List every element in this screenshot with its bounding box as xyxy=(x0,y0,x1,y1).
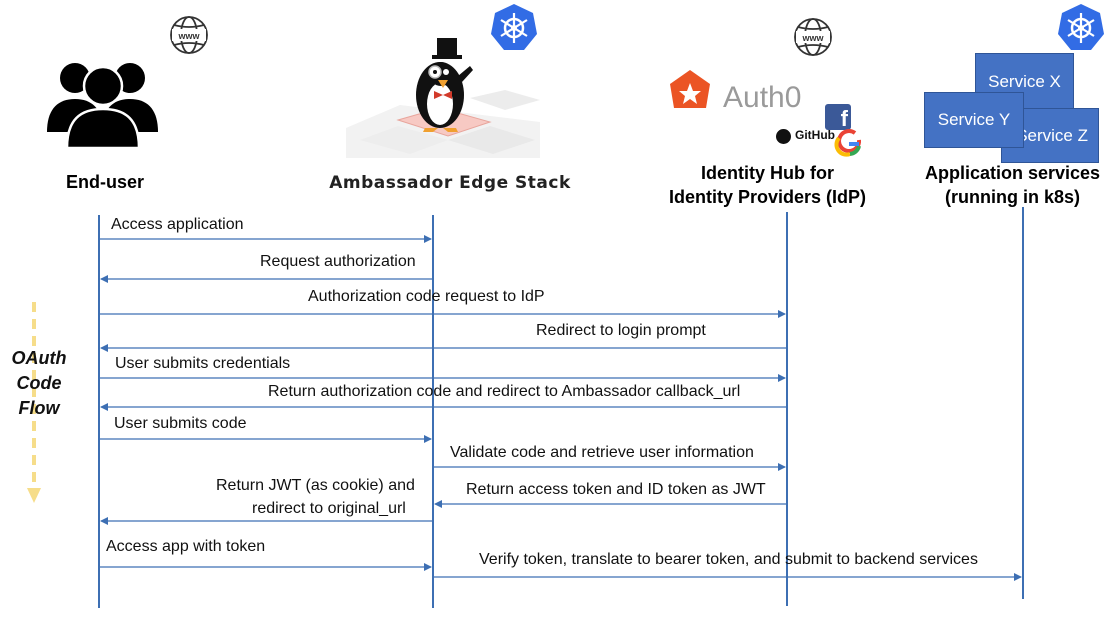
app-services-label-line1: Application services xyxy=(924,163,1101,183)
idp-label-line1: Identity Hub for xyxy=(701,163,834,183)
oauth-word-3: Flow xyxy=(18,398,60,418)
msg-access-application: Access application xyxy=(111,216,244,233)
service-y-box: Service Y xyxy=(924,92,1024,148)
oauth-word-2: Code xyxy=(16,373,62,393)
msg-validate-code: Validate code and retrieve user informat… xyxy=(450,444,754,461)
msg-return-jwt-line1: Return JWT (as cookie) and xyxy=(216,477,415,494)
end-user-lifeline xyxy=(98,215,100,608)
app-services-label-line2: (running in k8s) xyxy=(945,187,1080,207)
ambassador-lifeline xyxy=(432,215,434,608)
service-z-label: Service Z xyxy=(1016,125,1088,145)
facebook-icon: f xyxy=(825,104,851,131)
msg-request-authorization: Request authorization xyxy=(260,253,416,270)
idp-lifeline xyxy=(786,212,788,606)
github-icon xyxy=(776,129,791,144)
github-label: GitHub xyxy=(795,128,835,142)
oauth-flow-arrowhead xyxy=(27,488,41,503)
msg-submit-code: User submits code xyxy=(114,415,247,432)
msg-verify-token: Verify token, translate to bearer token,… xyxy=(479,551,978,568)
msg-redirect-login: Redirect to login prompt xyxy=(536,322,706,339)
idp-label-line2: Identity Providers (IdP) xyxy=(668,187,867,207)
msg-access-app-token: Access app with token xyxy=(106,538,266,555)
msg-return-jwt-line2: redirect to original_url xyxy=(252,500,406,517)
oauth-word-1: OAuth xyxy=(11,348,67,368)
oauth-flow-label: OAuth Code Flow xyxy=(4,346,74,421)
msg-return-auth-code: Return authorization code and redirect t… xyxy=(268,383,741,400)
msg-auth-code-request: Authorization code request to IdP xyxy=(308,288,545,305)
msg-return-tokens: Return access token and ID token as JWT xyxy=(466,481,766,498)
msg-submit-credentials: User submits credentials xyxy=(115,355,291,372)
ambassador-label: Ambassador Edge Stack xyxy=(329,173,571,193)
end-user-label: End-user xyxy=(65,172,144,192)
app-services-lifeline xyxy=(1022,207,1024,599)
idp-label: Identity Hub for Identity Providers (IdP… xyxy=(655,161,880,209)
app-services-label: Application services (running in k8s) xyxy=(915,161,1110,209)
